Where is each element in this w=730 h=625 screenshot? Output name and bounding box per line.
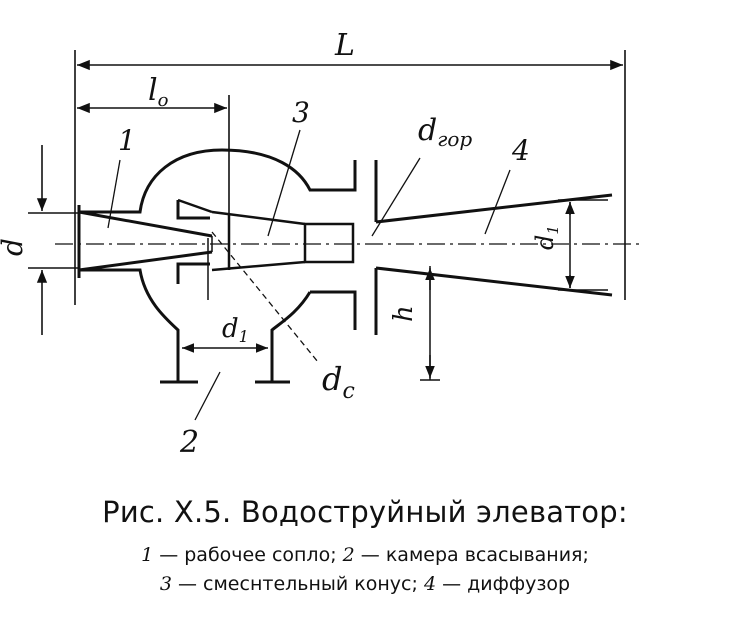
label-d: d (0, 238, 29, 256)
label-n1: 1 (118, 124, 136, 157)
label-dgor-sub: гор (437, 127, 472, 151)
water-jet-elevator-diagram: L lo d 1 3 4 2 dгор dc d1 d1 h (0, 28, 640, 460)
legend-text-2: — камера всасывания; (354, 544, 589, 566)
working-nozzle (77, 205, 213, 278)
suction-chamber (80, 148, 357, 384)
label-d1-right: d1 (531, 225, 562, 250)
label-h: h (389, 305, 419, 322)
mixing-cone (211, 210, 355, 272)
label-L: L (334, 28, 355, 63)
figure-caption-title: Рис. X.5. Водоструйный элеватор: (102, 495, 628, 529)
dimension-h (420, 266, 440, 381)
label-d1-left: d1 (222, 314, 249, 346)
dimension-d1-right (558, 199, 608, 291)
legend-num-2: 2 (342, 544, 355, 566)
dimension-L (74, 50, 626, 305)
label-l0: lo (148, 73, 169, 111)
figure-legend-line-2: 3 — смеснтельный конус; 4 — диффузор (0, 573, 730, 595)
legend-num-4: 4 (423, 573, 437, 595)
label-dgor: dгор (418, 113, 472, 151)
label-dc: dc (322, 360, 355, 404)
label-d1-left-main: d (222, 314, 239, 344)
label-dc-main: d (322, 360, 342, 398)
label-l0-sub: o (158, 90, 169, 111)
legend-num-3: 3 (159, 573, 172, 595)
leader-lines (107, 129, 511, 421)
dimension-d (28, 145, 80, 335)
label-dc-sub: c (342, 379, 354, 404)
label-n3: 3 (292, 96, 310, 129)
legend-text-3: — смеснтельный конус; (171, 573, 424, 595)
label-l0-main: l (148, 73, 158, 108)
label-d1-left-sub: 1 (239, 327, 249, 346)
label-d1-right-main: d (531, 235, 559, 250)
legend-num-1: 1 (141, 544, 154, 566)
figure-legend-line-1: 1 — рабочее сопло; 2 — камера всасывания… (0, 544, 730, 566)
label-d1-right-sub: 1 (544, 225, 562, 235)
legend-text-1: — рабочее сопло; (153, 544, 343, 566)
legend-text-4: — диффузор (436, 573, 571, 595)
label-n2: 2 (179, 425, 199, 460)
label-n4: 4 (511, 134, 530, 167)
label-dgor-main: d (418, 113, 437, 148)
dc-leader (211, 231, 319, 363)
